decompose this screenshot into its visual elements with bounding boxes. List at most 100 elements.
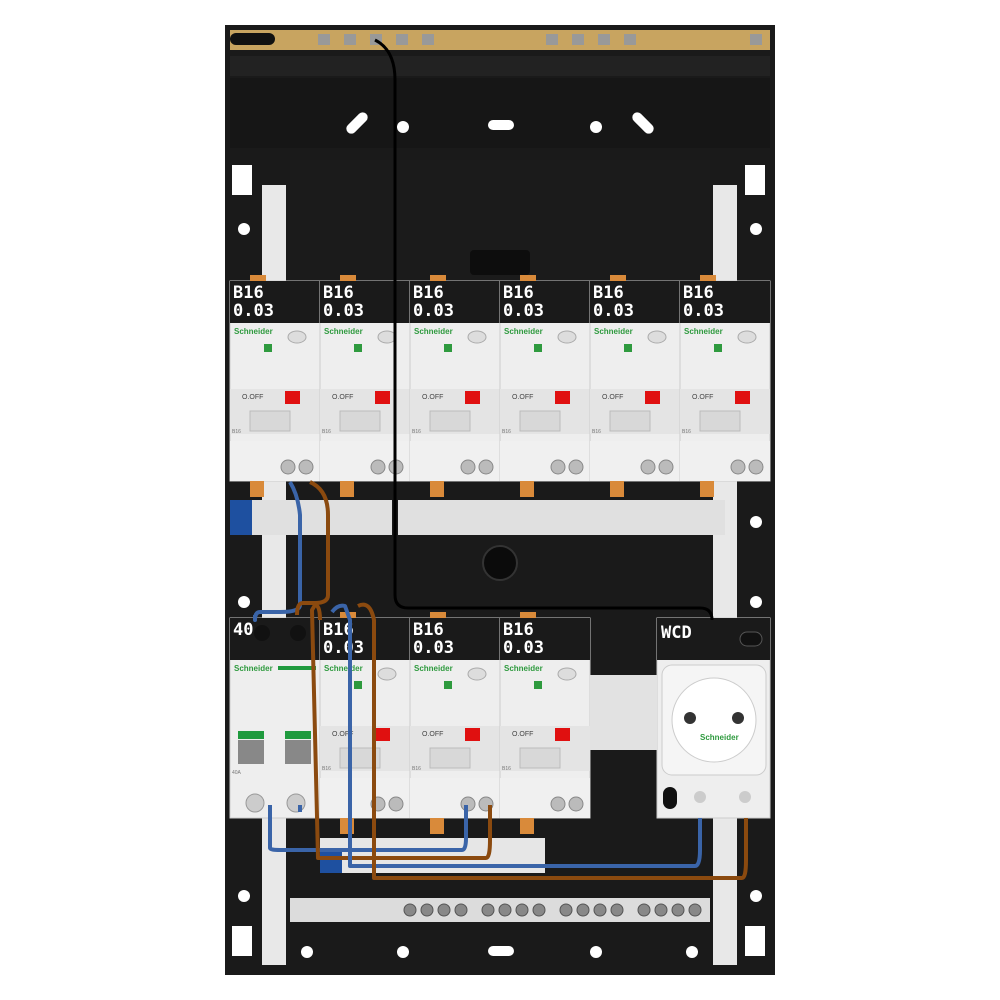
sensitivity-label: 0.03 (323, 638, 364, 658)
terminal-screw (550, 796, 566, 812)
terminal-screw (532, 903, 546, 917)
terminal-screw (654, 903, 668, 917)
supply-wire (374, 38, 714, 621)
test-button[interactable] (377, 667, 397, 681)
curve-label: B16 (412, 429, 421, 435)
brand-logo: Schneider (324, 327, 363, 336)
off-label: O.OFF (692, 394, 713, 401)
toggle-switch[interactable] (465, 728, 480, 741)
terminal-screw (637, 903, 651, 917)
brand-logo: Schneider (504, 664, 543, 673)
toggle-switch[interactable] (645, 391, 660, 404)
terminal-screw (568, 796, 584, 812)
brand-logo: Schneider (504, 327, 543, 336)
curve-label: B16 (322, 429, 331, 435)
terminal-screw (478, 459, 494, 475)
curve-label: B16 (592, 429, 601, 435)
test-button[interactable] (647, 330, 667, 344)
curve-label: B16 (412, 766, 421, 772)
neutral-bar-blue-end (230, 500, 252, 535)
terminal-screw (593, 903, 607, 917)
brand-logo: Schneider (234, 327, 273, 336)
brand-logo: Schneider (414, 664, 453, 673)
terminal-screw (460, 459, 476, 475)
terminal-screw (576, 903, 590, 917)
isolator-label: 40 (233, 620, 253, 640)
toggle-switch[interactable] (375, 391, 390, 404)
curve-label: B16 (502, 429, 511, 435)
toggle-switch[interactable] (375, 728, 390, 741)
terminal-screw (388, 796, 404, 812)
terminal-screw (640, 459, 656, 475)
rating-label: B16 (323, 283, 354, 303)
off-label: O.OFF (332, 731, 353, 738)
brand-logo: Schneider (234, 664, 273, 673)
toggle-switch[interactable] (285, 391, 300, 404)
test-button[interactable] (557, 330, 577, 344)
rating-label: B16 (503, 620, 534, 640)
terminal-screw (454, 903, 468, 917)
off-label: O.OFF (602, 394, 623, 401)
terminal-screw (420, 903, 434, 917)
rating-label: B16 (413, 620, 444, 640)
brand-logo: Schneider (324, 664, 363, 673)
terminal-screw (730, 459, 746, 475)
test-button[interactable] (287, 330, 307, 344)
sensitivity-label: 0.03 (323, 301, 364, 321)
terminal-screw (610, 903, 624, 917)
test-button[interactable] (557, 667, 577, 681)
brand-logo: Schneider (684, 327, 723, 336)
toggle-switch[interactable] (465, 391, 480, 404)
terminal-screw (688, 903, 702, 917)
sensitivity-label: 0.03 (413, 301, 454, 321)
curve-label: B16 (502, 766, 511, 772)
off-label: O.OFF (512, 394, 533, 401)
terminal-screw (403, 903, 417, 917)
wcd-socket: WCD Schneider (656, 617, 771, 819)
rating-label: B16 (233, 283, 264, 303)
test-button[interactable] (467, 330, 487, 344)
cable-entry-grommet (482, 545, 518, 581)
sensitivity-label: 0.03 (503, 301, 544, 321)
top-busbar (230, 30, 770, 50)
off-label: O.OFF (422, 731, 443, 738)
terminal-screws (403, 903, 702, 917)
sensitivity-label: 0.03 (413, 638, 454, 658)
neutral-bar (230, 500, 725, 535)
toggle-switch[interactable] (735, 391, 750, 404)
sensitivity-label: 0.03 (593, 301, 634, 321)
test-button[interactable] (377, 330, 397, 344)
rating-label: B16 (323, 620, 354, 640)
rating-label: B16 (413, 283, 444, 303)
terminal-screw (559, 903, 573, 917)
test-button[interactable] (737, 330, 757, 344)
brand-logo: Schneider (594, 327, 633, 336)
isolator-handle[interactable] (238, 731, 264, 739)
rating-label: B16 (503, 283, 534, 303)
off-label: O.OFF (242, 394, 263, 401)
terminal-screw (481, 903, 495, 917)
rating-label: B16 (683, 283, 714, 303)
off-label: O.OFF (422, 394, 443, 401)
terminal-screw (748, 459, 764, 475)
terminal-screw (515, 903, 529, 917)
toggle-switch[interactable] (555, 391, 570, 404)
curve-label: B16 (322, 766, 331, 772)
terminal-screw (498, 903, 512, 917)
test-button[interactable] (467, 667, 487, 681)
wires (253, 480, 748, 880)
brand-logo: Schneider (414, 327, 453, 336)
toggle-switch[interactable] (555, 728, 570, 741)
terminal-screw (658, 459, 674, 475)
sensitivity-label: 0.03 (233, 301, 274, 321)
terminal-screw (671, 903, 685, 917)
isolator-handle[interactable] (285, 731, 311, 739)
rating-label: B16 (593, 283, 624, 303)
